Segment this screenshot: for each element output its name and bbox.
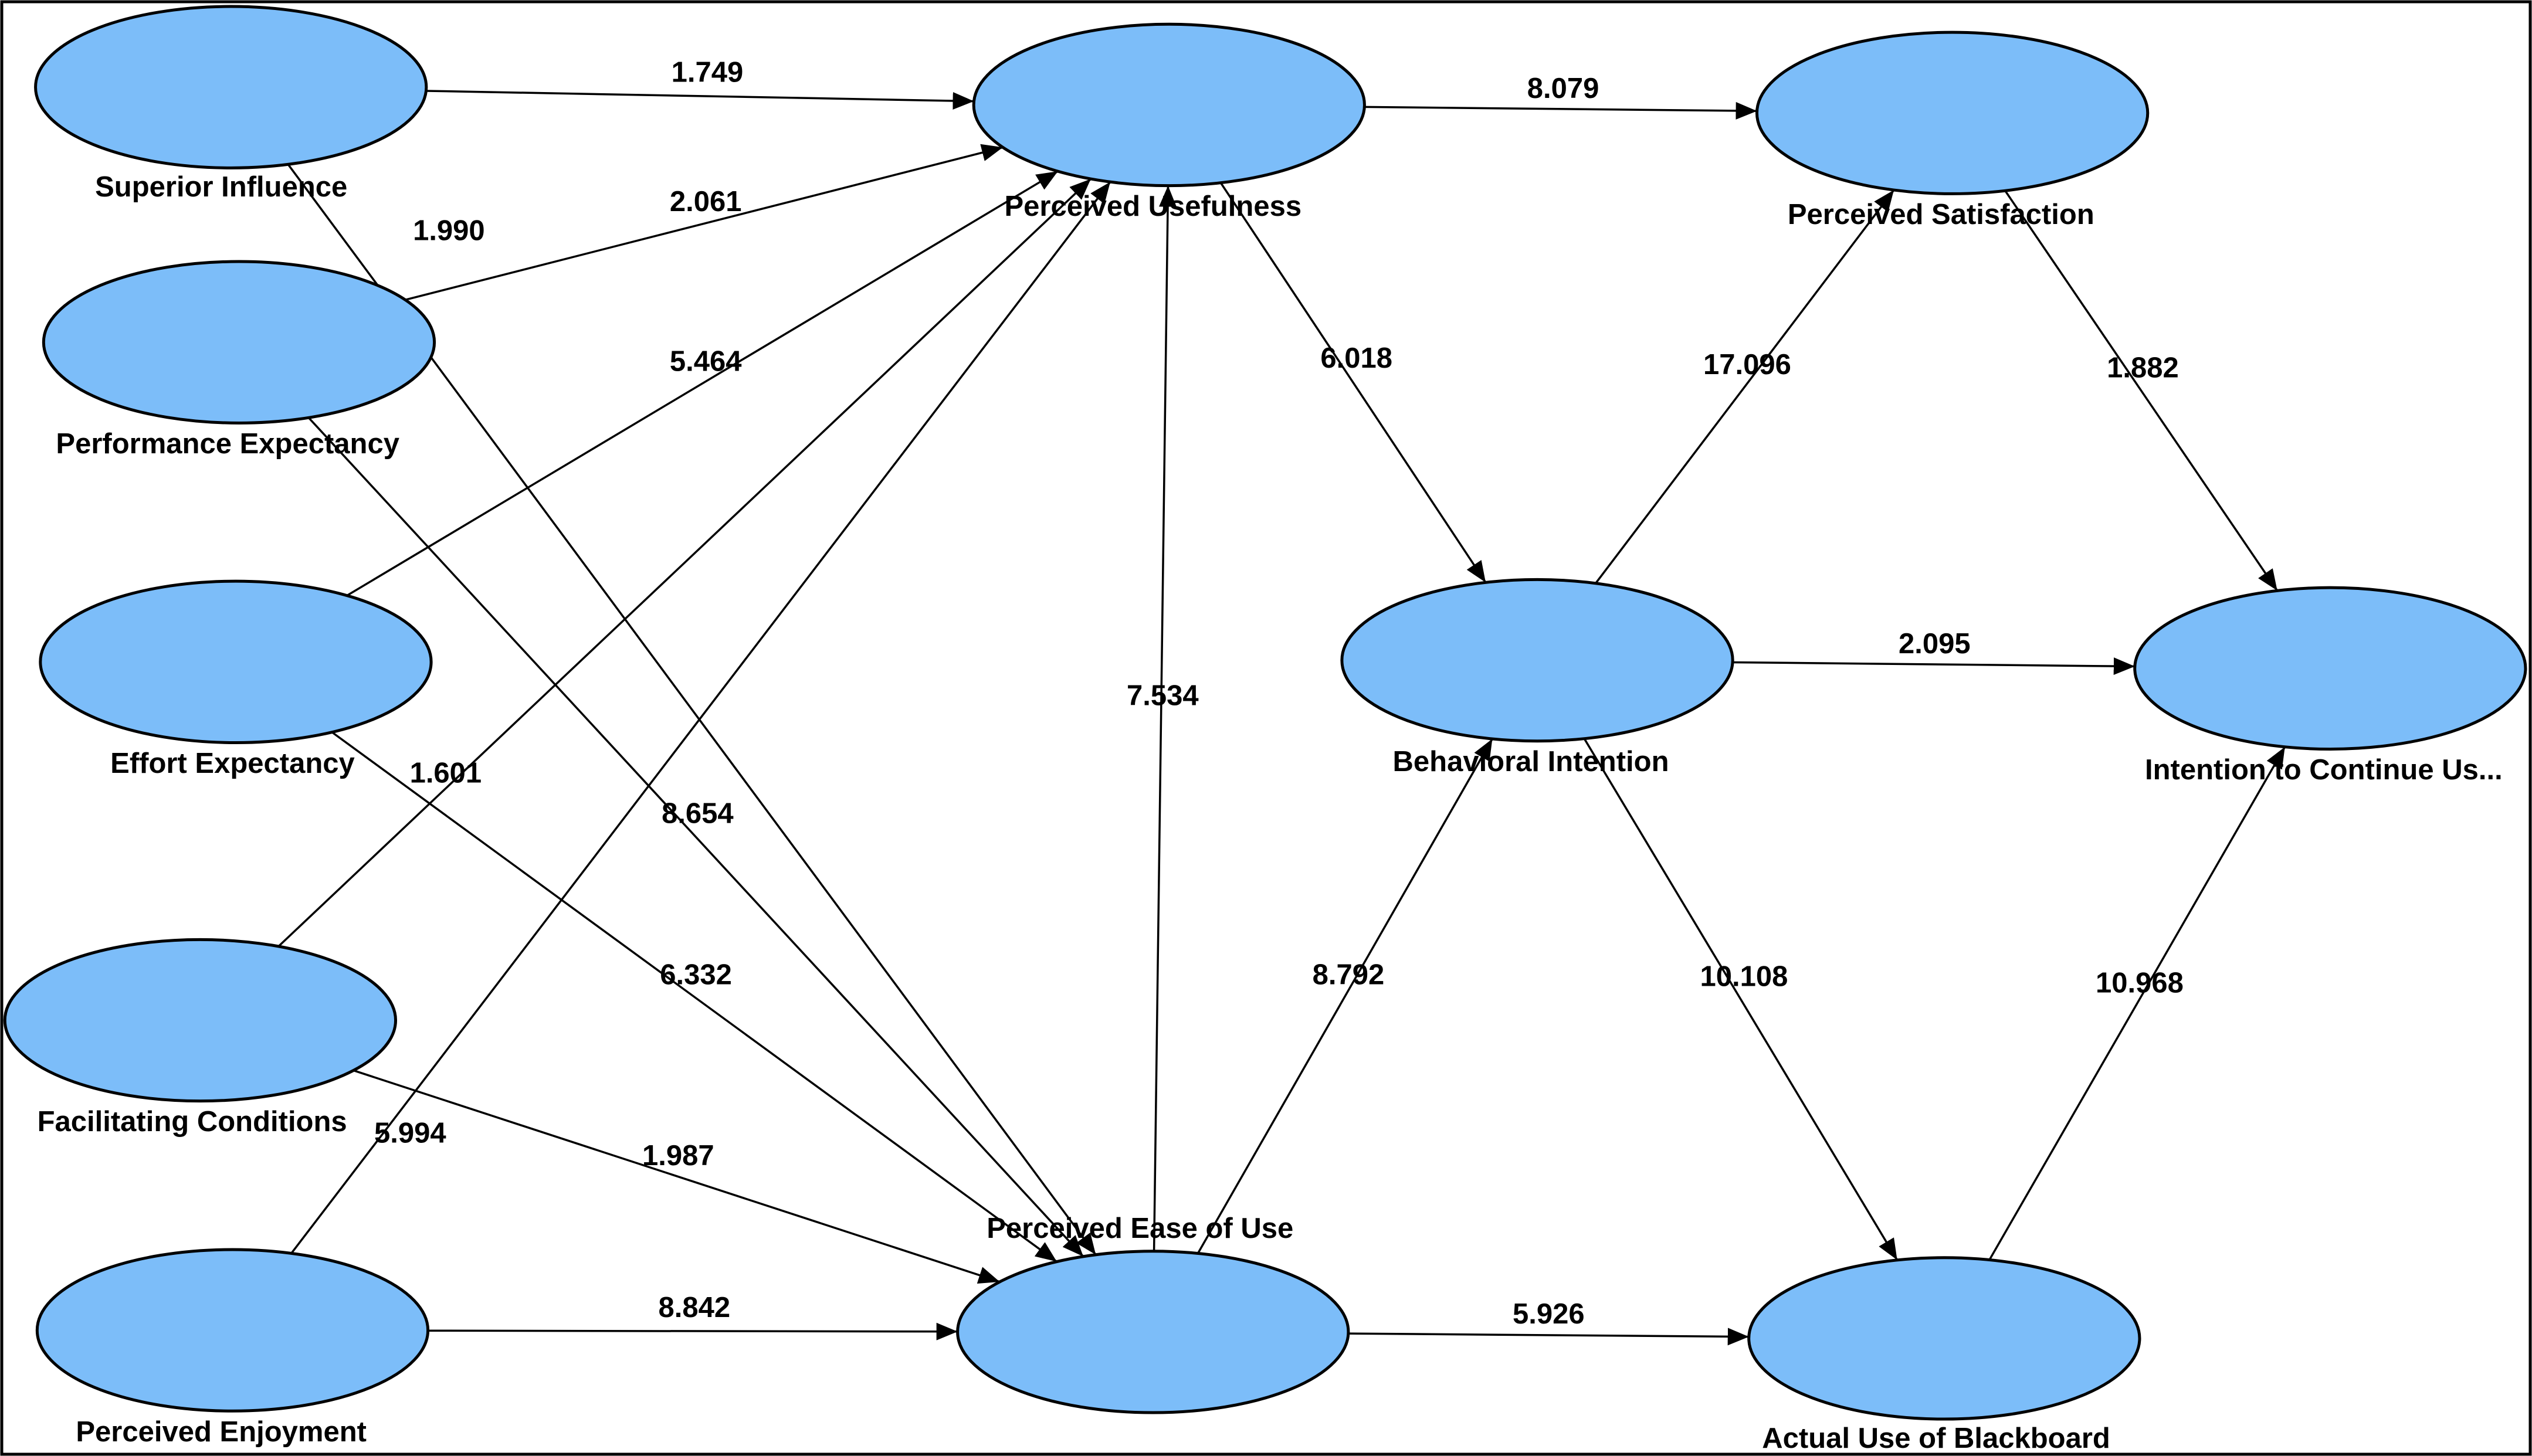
edge-label: 8.654: [662, 797, 734, 829]
edge-effort-expectancy-to-perceived-usefulness: [346, 170, 1059, 597]
edge-perceived-ease-of-use-to-perceived-usefulness: [1153, 185, 1177, 1251]
node-ellipse[interactable]: [2133, 586, 2527, 751]
edge-facilitating-conditions-to-perceived-ease-of-use: [353, 1069, 1001, 1284]
edge-performance-expectancy-to-perceived-ease-of-use: [307, 417, 1084, 1257]
edge-label: 5.464: [670, 345, 742, 377]
edge-effort-expectancy-to-perceived-ease-of-use: [331, 731, 1057, 1262]
node-facilitating-conditions[interactable]: [3, 938, 398, 1103]
node-perceived-usefulness[interactable]: [972, 22, 1366, 188]
edge-perceived-ease-of-use-to-behavioral-intention: [1196, 738, 1493, 1254]
edge-label: 1.882: [2107, 352, 2179, 383]
nodes-layer: [3, 5, 2527, 1421]
node-label: Facilitating Conditions: [38, 1106, 347, 1138]
node-ellipse[interactable]: [42, 260, 436, 425]
edge-label: 6.018: [1320, 342, 1392, 374]
node-superior-influence[interactable]: [34, 5, 428, 169]
node-ellipse[interactable]: [3, 938, 398, 1103]
node-label: Actual Use of Blackboard: [1762, 1423, 2110, 1454]
edge-label: 6.332: [660, 959, 732, 991]
edge-actual-use-to-intention-to-continue: [1988, 746, 2286, 1261]
edge-label: 1.601: [410, 757, 482, 789]
edge-label: 8.079: [1527, 73, 1599, 104]
edge-label: 7.534: [1127, 680, 1199, 711]
edge-label: 8.842: [659, 1292, 731, 1323]
edge-label: 10.968: [2096, 967, 2184, 999]
node-ellipse[interactable]: [1340, 578, 1734, 743]
node-label: Superior Influence: [95, 171, 347, 203]
edge-behavioral-intention-to-actual-use: [1583, 738, 1899, 1261]
edge-label: 10.108: [1700, 961, 1788, 992]
node-ellipse[interactable]: [972, 22, 1366, 188]
node-label: Perceived Satisfaction: [1788, 199, 2094, 230]
node-perceived-ease-of-use[interactable]: [956, 1250, 1350, 1414]
edges-layer: [277, 90, 2286, 1346]
node-label: Perceived Usefulness: [1004, 191, 1301, 222]
edge-perceived-ease-of-use-to-actual-use: [1348, 1328, 1749, 1346]
edge-behavioral-intention-to-intention-to-continue: [1733, 657, 2135, 676]
node-label: Perceived Enjoyment: [76, 1416, 367, 1448]
edge-labels-layer: 1.749 1.990 2.061 8.654 5.464 6.332 1.601 1.987…: [38, 57, 2503, 1454]
node-behavioral-intention[interactable]: [1340, 578, 1734, 743]
edge-facilitating-conditions-to-perceived-usefulness: [277, 178, 1092, 948]
node-label: Behavioral Intention: [1393, 746, 1669, 778]
edge-label: 1.990: [413, 215, 485, 246]
edge-label: 2.061: [670, 186, 742, 218]
node-label: Perceived Ease of Use: [987, 1213, 1293, 1244]
node-ellipse[interactable]: [39, 579, 433, 744]
edge-label: 5.994: [374, 1117, 446, 1149]
node-ellipse[interactable]: [1747, 1256, 2141, 1421]
edge-label: 17.096: [1703, 349, 1791, 381]
edge-label: 2.095: [1899, 628, 1971, 660]
edge-behavioral-intention-to-perceived-satisfaction: [1595, 189, 1895, 584]
node-label: Performance Expectancy: [56, 428, 399, 460]
edge-perceived-usefulness-to-behavioral-intention: [1219, 182, 1487, 583]
edge-label: 1.987: [642, 1140, 714, 1172]
node-perceived-satisfaction[interactable]: [1755, 30, 2150, 195]
edge-perceived-enjoyment-to-perceived-usefulness: [290, 181, 1111, 1254]
node-label: Intention to Continue Us...: [2145, 754, 2503, 786]
node-perceived-enjoyment[interactable]: [35, 1248, 430, 1413]
edge-superior-influence-to-perceived-usefulness: [426, 90, 974, 110]
node-ellipse[interactable]: [34, 5, 428, 169]
node-label: Effort Expectancy: [110, 748, 355, 779]
node-intention-to-continue[interactable]: [2133, 586, 2527, 751]
node-performance-expectancy[interactable]: [42, 260, 436, 425]
edge-label: 8.792: [1313, 959, 1385, 991]
node-actual-use[interactable]: [1747, 1256, 2141, 1421]
node-ellipse[interactable]: [35, 1248, 430, 1413]
edge-perceived-satisfaction-to-intention-to-continue: [2004, 190, 2279, 592]
node-ellipse[interactable]: [1755, 30, 2150, 195]
edge-perceived-usefulness-to-perceived-satisfaction: [1364, 101, 1757, 120]
edge-performance-expectancy-to-perceived-usefulness: [405, 144, 1004, 301]
node-ellipse[interactable]: [956, 1250, 1350, 1414]
edge-perceived-enjoyment-to-perceived-ease-of-use: [428, 1322, 958, 1340]
edge-label: 5.926: [1513, 1298, 1585, 1330]
edge-label: 1.749: [672, 57, 744, 89]
node-effort-expectancy[interactable]: [39, 579, 433, 744]
